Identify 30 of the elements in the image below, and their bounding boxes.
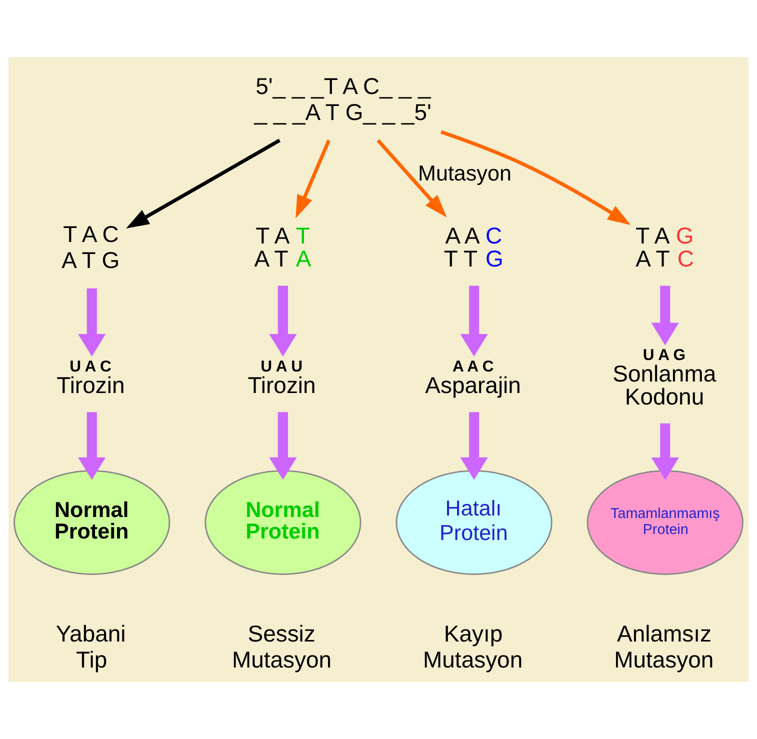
node-ellipse: Normal Protein (204, 470, 362, 575)
node-text: T A C A T G (62, 221, 120, 273)
node-ellipse: Hatalı Protein (396, 470, 552, 575)
arrow (78, 288, 106, 357)
arrow (296, 140, 330, 218)
edge-label: Mutasyon (418, 160, 512, 186)
arrow (651, 286, 679, 346)
node-text: U A G Sonlanma Kodonu (612, 346, 716, 410)
arrow (651, 423, 679, 480)
node-text: 5'_ _ _T A C_ _ _ _ _ _A T G_ _ _5' (254, 73, 432, 125)
arrow (126, 138, 281, 228)
arrow (269, 412, 297, 480)
arrow (460, 412, 488, 480)
node-ellipse: Tamamlanmamış Protein (586, 470, 744, 575)
arrow (460, 286, 488, 357)
arrow (376, 139, 447, 218)
node-ellipse: Normal Protein (14, 470, 170, 575)
node-text: U A U Tirozin (248, 358, 316, 398)
node-label: Yabani Tip (56, 620, 126, 672)
node-text: U A C Tirozin (56, 358, 125, 398)
node-text: A A C Asparajin (425, 358, 521, 398)
arrow (269, 286, 297, 357)
node-text: T A G A T C (636, 222, 694, 272)
node-label: Anlamsız Mutasyon (614, 620, 714, 672)
node-label: Sessiz Mutasyon (232, 620, 332, 672)
arrow (440, 130, 631, 225)
node-text: T A T A T A (254, 222, 312, 272)
node-text: A A C T T G (444, 222, 504, 272)
node-label: Kayıp Mutasyon (423, 620, 523, 672)
arrow (78, 412, 106, 480)
